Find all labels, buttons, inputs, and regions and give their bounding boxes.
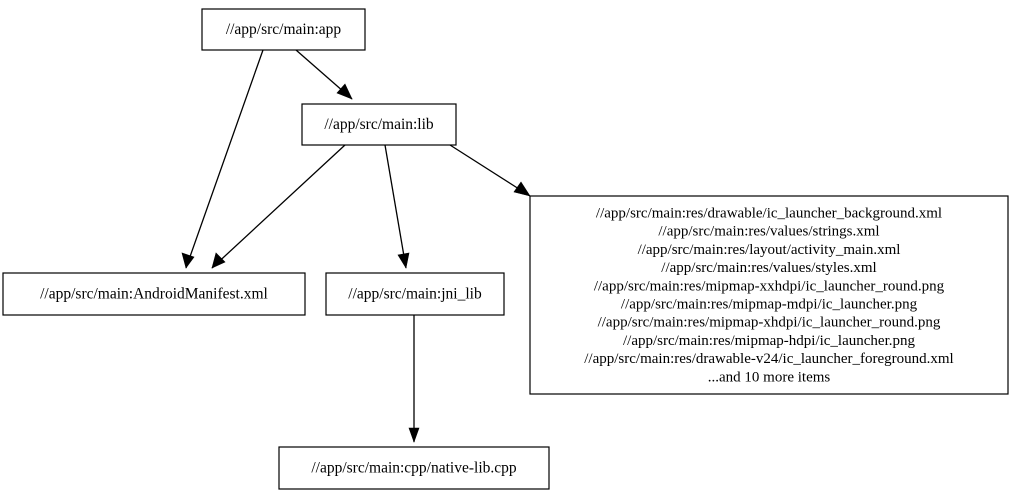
node-label-line: //app/src/main:res/mipmap-mdpi/ic_launch… — [621, 297, 918, 313]
node-label: //app/src/main:jni_lib — [348, 286, 482, 303]
edge-lib-to-manifest — [211, 144, 346, 269]
node-label-line: //app/src/main:res/mipmap-xxhdpi/ic_laun… — [594, 278, 945, 294]
node-label-line: //app/src/main:res/drawable/ic_launcher_… — [596, 206, 942, 222]
node-label: //app/src/main:AndroidManifest.xml — [40, 286, 268, 303]
node-box[interactable] — [301, 103, 457, 146]
edge-line — [211, 144, 346, 269]
node-label: //app/src/main:cpp/native-lib.cpp — [311, 460, 517, 477]
node-box[interactable] — [278, 446, 550, 490]
edge-line — [185, 49, 264, 269]
edge-app-to-manifest — [181, 49, 264, 269]
arrowhead-icon — [181, 252, 195, 269]
node-label-line: //app/src/main:res/mipmap-xhdpi/ic_launc… — [598, 315, 941, 331]
node-lib[interactable]: //app/src/main:lib — [301, 103, 457, 146]
edge-lib-to-resources — [449, 144, 531, 197]
node-app[interactable]: //app/src/main:app — [201, 8, 366, 51]
node-box[interactable] — [201, 8, 366, 51]
arrowhead-icon — [408, 427, 420, 443]
node-label-line: //app/src/main:res/layout/activity_main.… — [638, 242, 901, 258]
edge-lib-to-jni-lib — [384, 144, 410, 269]
node-label: //app/src/main:app — [226, 21, 342, 38]
node-jni-lib[interactable]: //app/src/main:jni_lib — [325, 272, 505, 316]
arrowhead-icon — [397, 252, 410, 269]
node-android-manifest[interactable]: //app/src/main:AndroidManifest.xml — [2, 272, 306, 316]
edge-app-to-lib — [295, 49, 353, 100]
node-label-multiline: //app/src/main:res/drawable/ic_launcher_… — [584, 206, 953, 386]
node-resources-group[interactable]: //app/src/main:res/drawable/ic_launcher_… — [529, 195, 1009, 395]
arrowhead-icon — [513, 181, 531, 197]
node-label-line: ...and 10 more items — [708, 369, 831, 385]
node-native-lib-cpp[interactable]: //app/src/main:cpp/native-lib.cpp — [278, 446, 550, 490]
node-label-line: //app/src/main:res/mipmap-hdpi/ic_launch… — [623, 333, 916, 349]
arrowhead-icon — [211, 252, 226, 269]
node-label-line: //app/src/main:res/values/strings.xml — [658, 224, 879, 240]
edge-line — [449, 144, 531, 197]
node-box[interactable] — [529, 195, 1009, 395]
edge-line — [384, 144, 407, 269]
node-label: //app/src/main:lib — [324, 116, 434, 133]
arrowhead-icon — [336, 83, 353, 100]
node-label-line: //app/src/main:res/values/styles.xml — [661, 260, 876, 276]
graph-edges — [181, 49, 531, 443]
node-box[interactable] — [2, 272, 306, 316]
graph-nodes: //app/src/main:app //app/src/main:lib //… — [2, 8, 1009, 490]
edge-jni-lib-to-native-lib — [408, 315, 420, 443]
node-box[interactable] — [325, 272, 505, 316]
node-label-line: //app/src/main:res/drawable-v24/ic_launc… — [584, 351, 953, 367]
